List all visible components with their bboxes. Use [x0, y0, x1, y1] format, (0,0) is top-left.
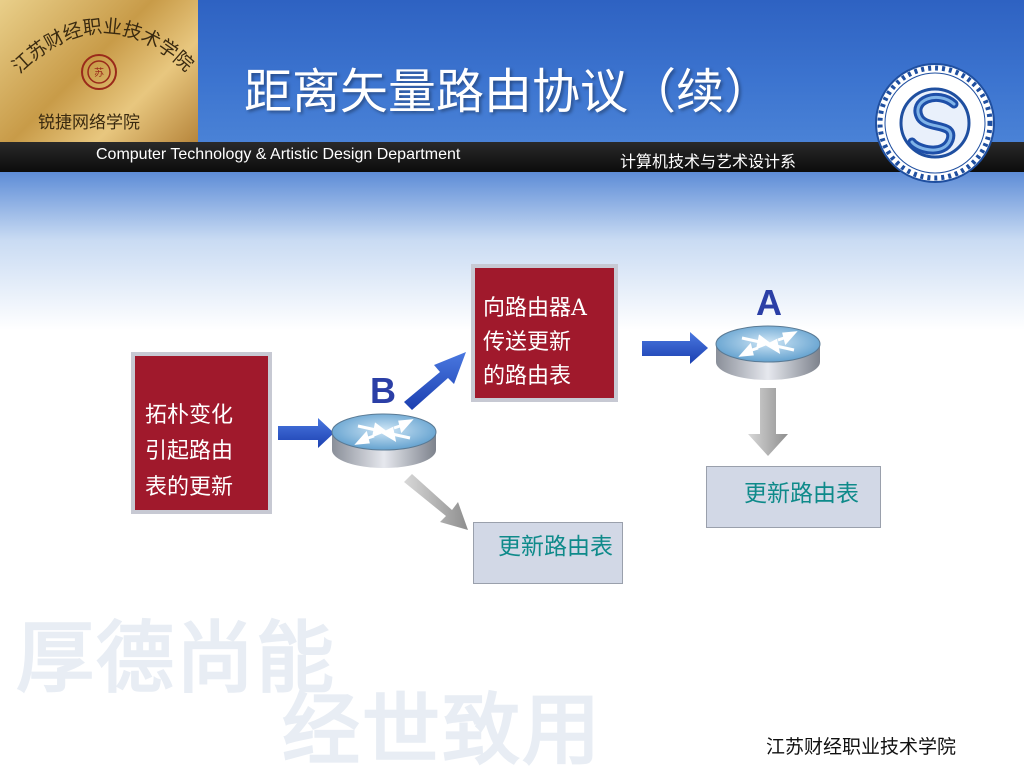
update-table-b-text: 更新路由表 — [498, 534, 613, 560]
badge-seal-icon: 苏 江苏财经职业技术学院 — [8, 15, 198, 90]
topology-change-line2: 引起路由 — [145, 439, 234, 464]
college-logo-icon — [875, 63, 995, 183]
send-update-box: 向路由器A 传送更新 的路由表 — [471, 264, 618, 402]
topology-change-line3: 表的更新 — [145, 475, 234, 500]
arrow-to-router-b — [278, 418, 334, 448]
chinese-department: 计算机技术与艺术设计系 — [620, 152, 797, 171]
router-b-label: B — [370, 370, 396, 411]
arrow-b-to-update-box — [404, 352, 466, 410]
arrow-b-to-table — [404, 474, 468, 530]
footer-college: 江苏财经职业技术学院 — [766, 736, 957, 758]
svg-text:苏: 苏 — [94, 66, 104, 79]
send-update-line2: 传送更新 — [483, 330, 572, 355]
arrow-to-router-a — [642, 332, 708, 364]
router-a-icon — [715, 325, 821, 380]
update-table-b-box — [473, 522, 623, 584]
college-badge: 苏 江苏财经职业技术学院 锐捷网络学院 — [0, 0, 198, 142]
department-bar — [0, 142, 1024, 172]
english-department: Computer Technology & Artistic Design De… — [96, 146, 461, 163]
update-table-a-text: 更新路由表 — [744, 481, 859, 507]
router-b-icon — [331, 413, 437, 468]
badge-subtitle: 锐捷网络学院 — [38, 113, 140, 133]
watermark-line1: 厚德尚能 — [16, 614, 337, 704]
send-update-line1: 向路由器A — [483, 296, 587, 321]
topology-change-line1: 拓朴变化 — [145, 403, 234, 428]
arrow-a-to-table — [748, 388, 788, 456]
watermark-line2: 经世致用 — [282, 686, 603, 768]
router-a-label: A — [756, 282, 782, 323]
update-table-a-box — [706, 466, 881, 528]
topology-change-box: 拓朴变化 引起路由 表的更新 — [131, 352, 272, 514]
send-update-line3: 的路由表 — [483, 364, 572, 389]
page-title: 距离矢量路由协议（续） — [244, 64, 773, 120]
